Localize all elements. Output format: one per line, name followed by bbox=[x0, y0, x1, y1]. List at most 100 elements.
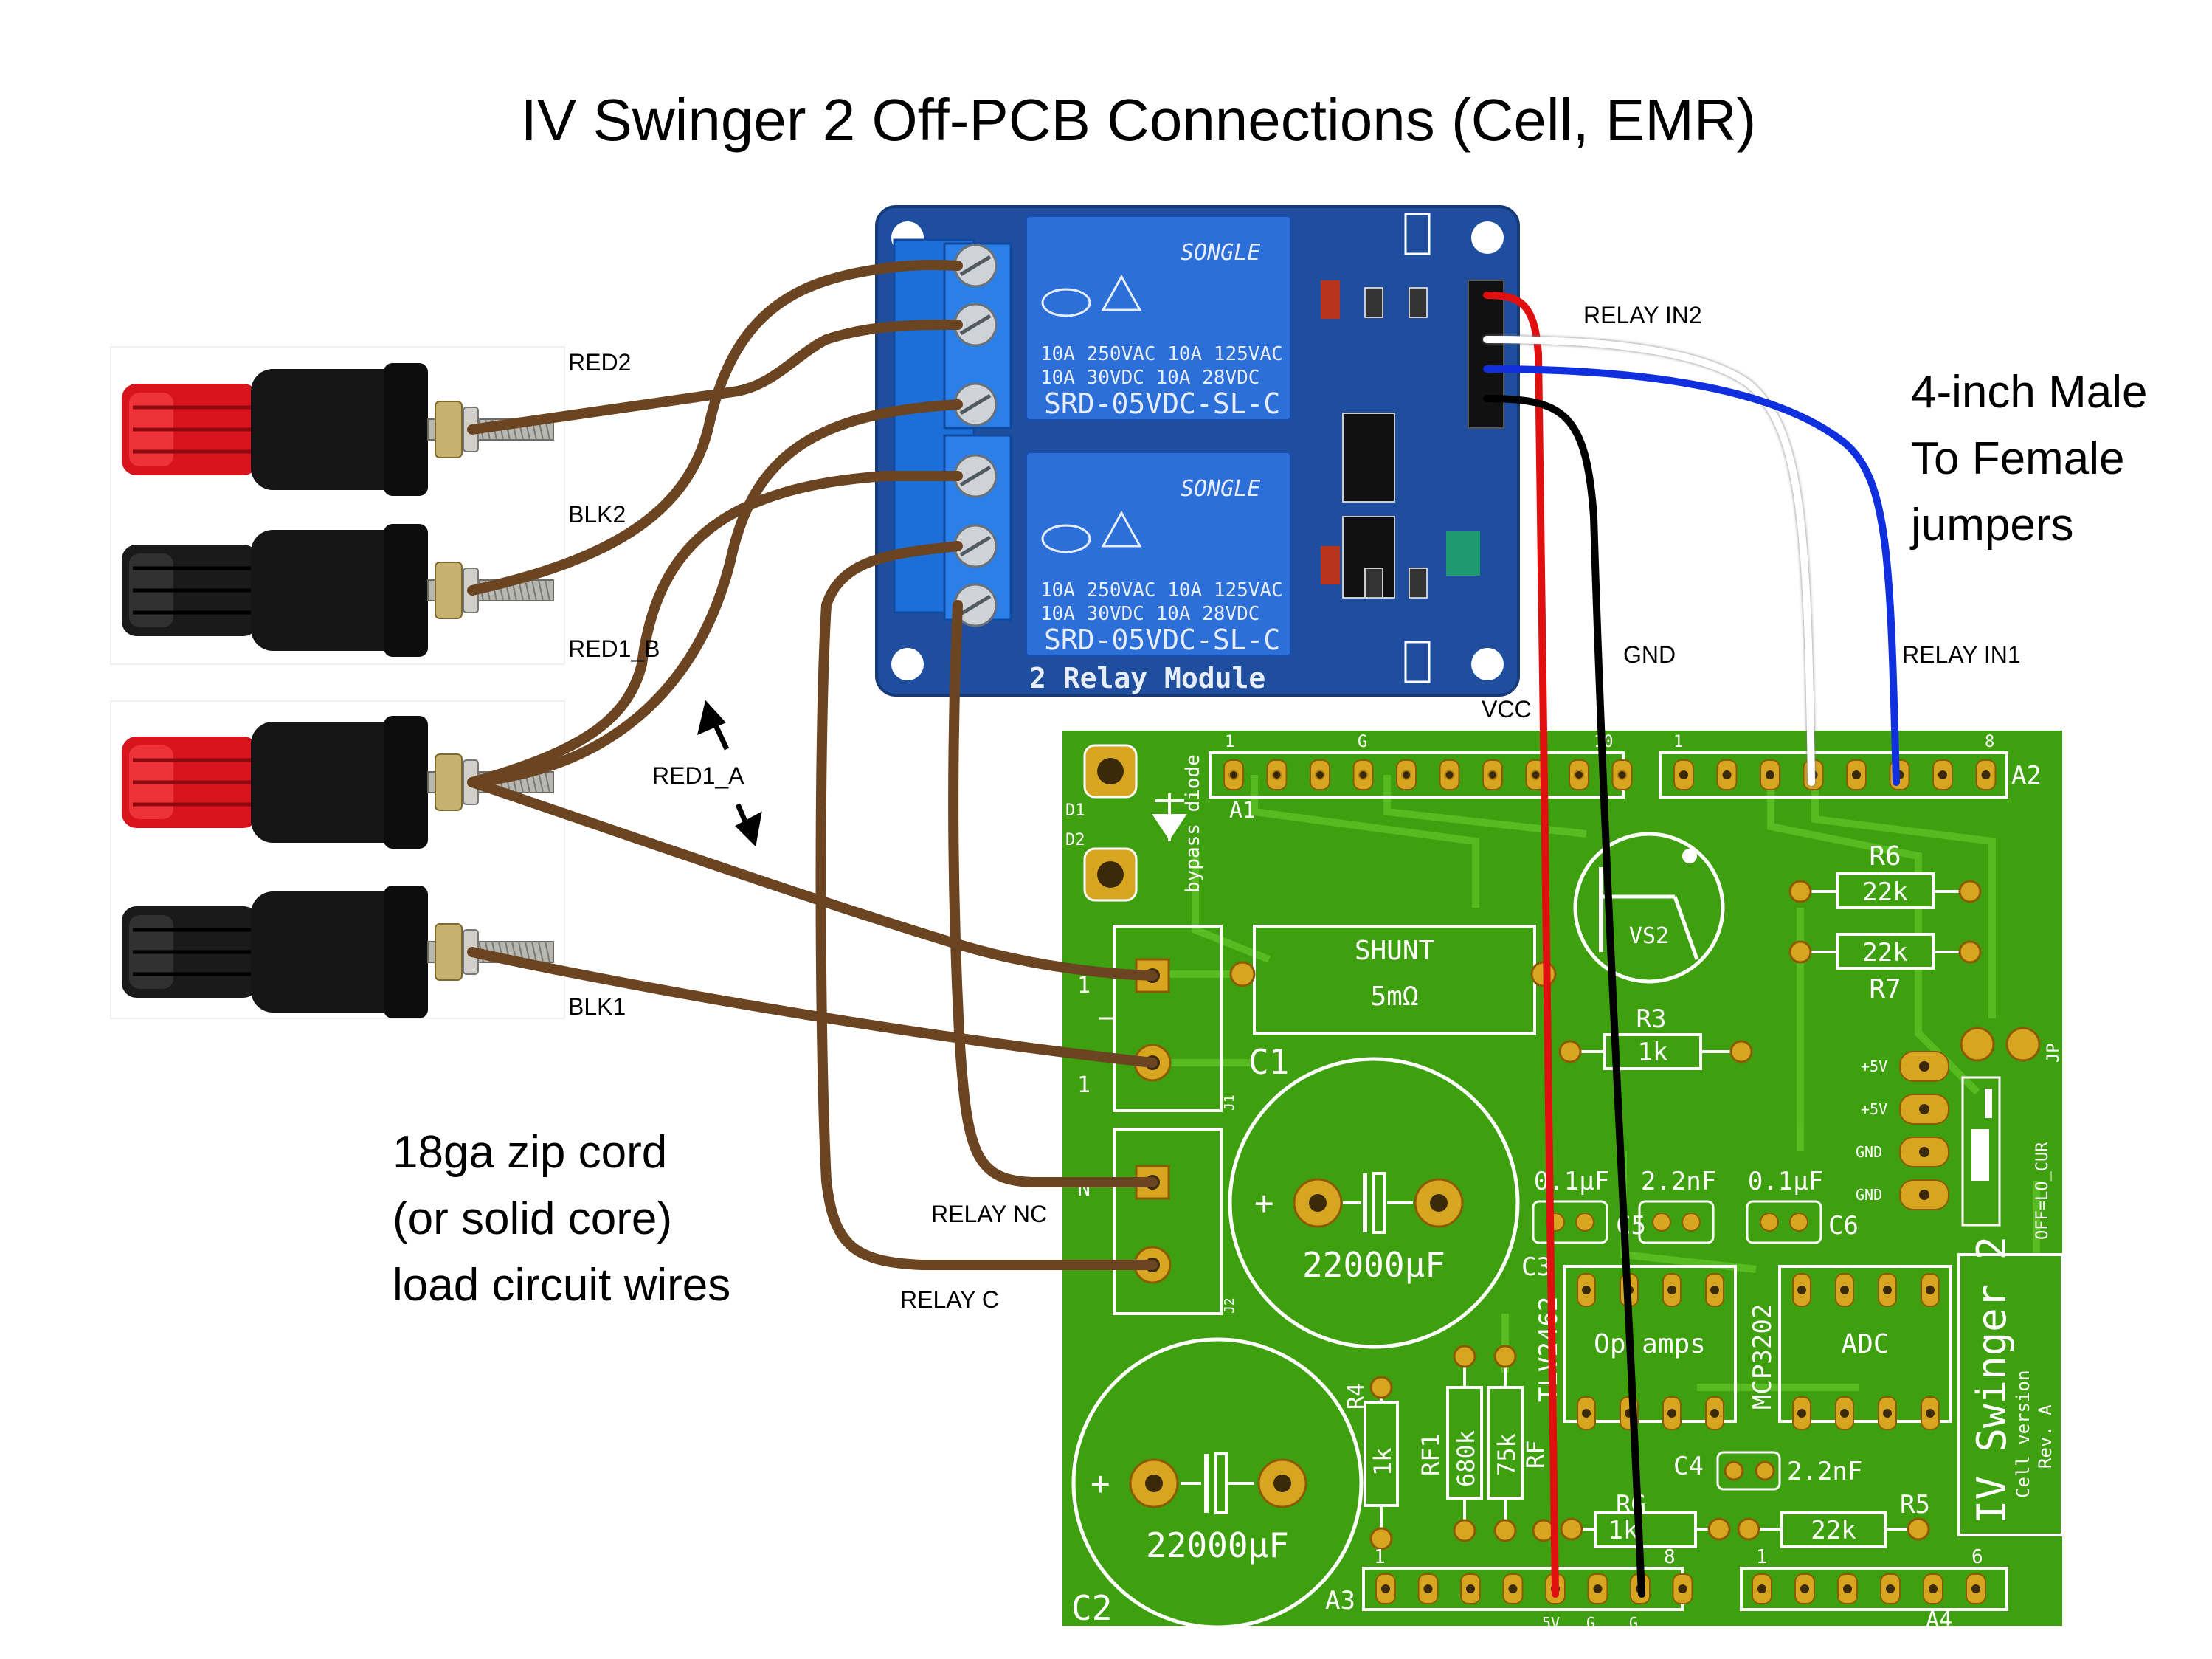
wire-red1-b bbox=[467, 399, 963, 787]
wire-gnd bbox=[1483, 395, 1645, 1598]
ic-opamps: Op amps TLV2462 bbox=[1534, 1265, 1737, 1430]
label-r4-value: 1k bbox=[1369, 1447, 1397, 1476]
label-gnd-pad-2: GND bbox=[1856, 1186, 1882, 1204]
label-rf1: RF1 bbox=[1417, 1433, 1445, 1476]
capacitor-c1: C1 + 22000µF bbox=[1228, 1042, 1520, 1349]
resistor-r3: R3 1k bbox=[1558, 1004, 1753, 1070]
resistor-r7: 22k R7 bbox=[1788, 933, 1982, 1004]
wire-blk1 bbox=[467, 947, 1158, 1068]
label-a2-pin1: 1 bbox=[1673, 733, 1683, 751]
load-wires bbox=[467, 260, 1158, 1270]
binding-post-red bbox=[122, 363, 554, 496]
resistor-r5: R5 22k bbox=[1737, 1490, 1930, 1548]
label-rf-value: 75k bbox=[1493, 1433, 1521, 1476]
label-pin-g2: G bbox=[1629, 1614, 1638, 1632]
label-a4-pin1: 1 bbox=[1756, 1546, 1768, 1568]
label-gnd-pad-1: GND bbox=[1856, 1143, 1882, 1161]
label-red2: RED2 bbox=[568, 349, 631, 376]
label-opamps: Op amps bbox=[1594, 1329, 1706, 1359]
relay-2-model: SRD-05VDC-SL-C bbox=[1044, 624, 1280, 656]
relay-module: SONGLE 10A 250VAC 10A 125VAC 10A 30VDC 1… bbox=[875, 205, 1520, 697]
label-a3-pin8: 8 bbox=[1664, 1546, 1676, 1568]
label-rf: RF bbox=[1521, 1440, 1549, 1469]
label-d2: D2 bbox=[1065, 831, 1085, 849]
relay-1-rating-1: 10A 250VAC 10A 125VAC bbox=[1040, 343, 1283, 365]
svg-text:+: + bbox=[1091, 1465, 1110, 1503]
label-jumpers-3: jumpers bbox=[1909, 500, 2074, 551]
pcb-board: A1 1 G 10 A2 1 8 D1 D2 bypass diode bbox=[1062, 731, 2064, 1633]
cap-pad bbox=[1652, 1213, 1671, 1232]
label-c4-value: 2.2nF bbox=[1787, 1457, 1862, 1486]
relay-1-rating-2: 10A 30VDC 10A 28VDC bbox=[1040, 367, 1259, 389]
relay-2: SONGLE 10A 250VAC 10A 125VAC 10A 30VDC 1… bbox=[1024, 450, 1293, 658]
label-j1: J1 bbox=[1222, 1094, 1237, 1111]
label-mcp3202: MCP3202 bbox=[1748, 1304, 1777, 1410]
cap-pad bbox=[1760, 1213, 1779, 1232]
relay-smd-components bbox=[1321, 213, 1480, 683]
sensor-vs2: VS2 bbox=[1573, 832, 1725, 984]
wire-in1 bbox=[1483, 365, 1900, 786]
resistors-vertical: R4 1k RF1 680k 75k RF bbox=[1344, 1345, 1555, 1551]
relay-module-name: 2 Relay Module bbox=[1029, 662, 1265, 694]
relay-1: SONGLE 10A 250VAC 10A 125VAC 10A 30VDC 1… bbox=[1024, 214, 1293, 422]
label-a4-pin6: 6 bbox=[1971, 1546, 1983, 1568]
relay-2-rating-2: 10A 30VDC 10A 28VDC bbox=[1040, 603, 1259, 625]
label-a4: A4 bbox=[1926, 1607, 1952, 1633]
label-r6-value: 22k bbox=[1862, 877, 1907, 907]
label-gnd: GND bbox=[1623, 641, 1676, 668]
jumper-wires bbox=[1483, 292, 1900, 1598]
relay-2-rating-1: 10A 250VAC 10A 125VAC bbox=[1040, 579, 1283, 601]
label-zip-1: 18ga zip cord bbox=[393, 1127, 667, 1178]
label-c4: C4 bbox=[1673, 1452, 1704, 1481]
wire-red2 bbox=[467, 320, 963, 435]
wire-relay-nc bbox=[948, 600, 1158, 1187]
label-shunt: SHUNT bbox=[1355, 936, 1434, 966]
label-c3: C3 bbox=[1521, 1252, 1552, 1282]
label-relay-c: RELAY C bbox=[900, 1286, 999, 1313]
label-lo-cur: OFF=LO_CUR bbox=[2033, 1142, 2052, 1240]
relay-1-brand: SONGLE bbox=[1181, 240, 1260, 266]
svg-text:1: 1 bbox=[1077, 1072, 1091, 1098]
label-j2: J2 bbox=[1222, 1297, 1237, 1314]
label-plus5v-1: +5V bbox=[1861, 1058, 1887, 1075]
label-plus5v-2: +5V bbox=[1861, 1100, 1887, 1118]
binding-post-black bbox=[122, 886, 554, 1018]
relay-1-model: SRD-05VDC-SL-C bbox=[1044, 387, 1280, 420]
label-red1-a: RED1_A bbox=[652, 762, 744, 789]
arrow-down-icon bbox=[735, 803, 762, 847]
label-red1-b: RED1_B bbox=[568, 635, 660, 662]
label-adc: ADC bbox=[1841, 1329, 1889, 1359]
header-a3: A3 1 8 5V G G bbox=[1325, 1546, 1693, 1632]
label-jumpers-1: 4-inch Male bbox=[1911, 367, 2147, 418]
wire-relay-c bbox=[815, 541, 1158, 1270]
label-r3: R3 bbox=[1636, 1004, 1667, 1034]
label-r7: R7 bbox=[1869, 974, 1901, 1004]
svg-text:+: + bbox=[1254, 1184, 1274, 1222]
label-rg-value: 1k bbox=[1608, 1516, 1639, 1545]
label-shunt-value: 5mΩ bbox=[1370, 982, 1418, 1012]
label-a1-pin-g: G bbox=[1358, 733, 1367, 751]
board-title-block: IV Swinger 2 Cell version Rev. A bbox=[1957, 1236, 2064, 1536]
label-r7-value: 22k bbox=[1862, 938, 1907, 968]
label-c2-value: 22000µF bbox=[1146, 1525, 1289, 1565]
label-board-version: Cell version bbox=[2013, 1370, 2033, 1498]
label-vcc: VCC bbox=[1482, 696, 1532, 722]
binding-post-black bbox=[122, 524, 554, 657]
binding-posts bbox=[110, 346, 565, 1019]
label-r6: R6 bbox=[1869, 841, 1901, 872]
label-a2: A2 bbox=[2011, 761, 2042, 790]
label-zip-3: load circuit wires bbox=[393, 1260, 730, 1311]
header-a1: A1 1 G 10 bbox=[1209, 733, 1633, 824]
relay-2-brand: SONGLE bbox=[1181, 476, 1260, 502]
diagram-title: IV Swinger 2 Off-PCB Connections (Cell, … bbox=[521, 87, 1757, 153]
label-a3: A3 bbox=[1325, 1586, 1355, 1615]
label-c2: C2 bbox=[1071, 1588, 1112, 1628]
label-blk1: BLK1 bbox=[568, 993, 626, 1020]
label-relay-in1: RELAY IN1 bbox=[1902, 641, 2021, 668]
label-rf1-value: 680k bbox=[1452, 1430, 1480, 1487]
label-c6: C6 bbox=[1828, 1211, 1859, 1241]
jumper-area: JP +5V +5V GND GND OFF=LO_CUR bbox=[1856, 1027, 2063, 1240]
label-blk2: BLK2 bbox=[568, 501, 626, 528]
resistor-rg: RG 1k bbox=[1560, 1490, 1731, 1548]
wire-red1-a bbox=[467, 777, 1158, 981]
